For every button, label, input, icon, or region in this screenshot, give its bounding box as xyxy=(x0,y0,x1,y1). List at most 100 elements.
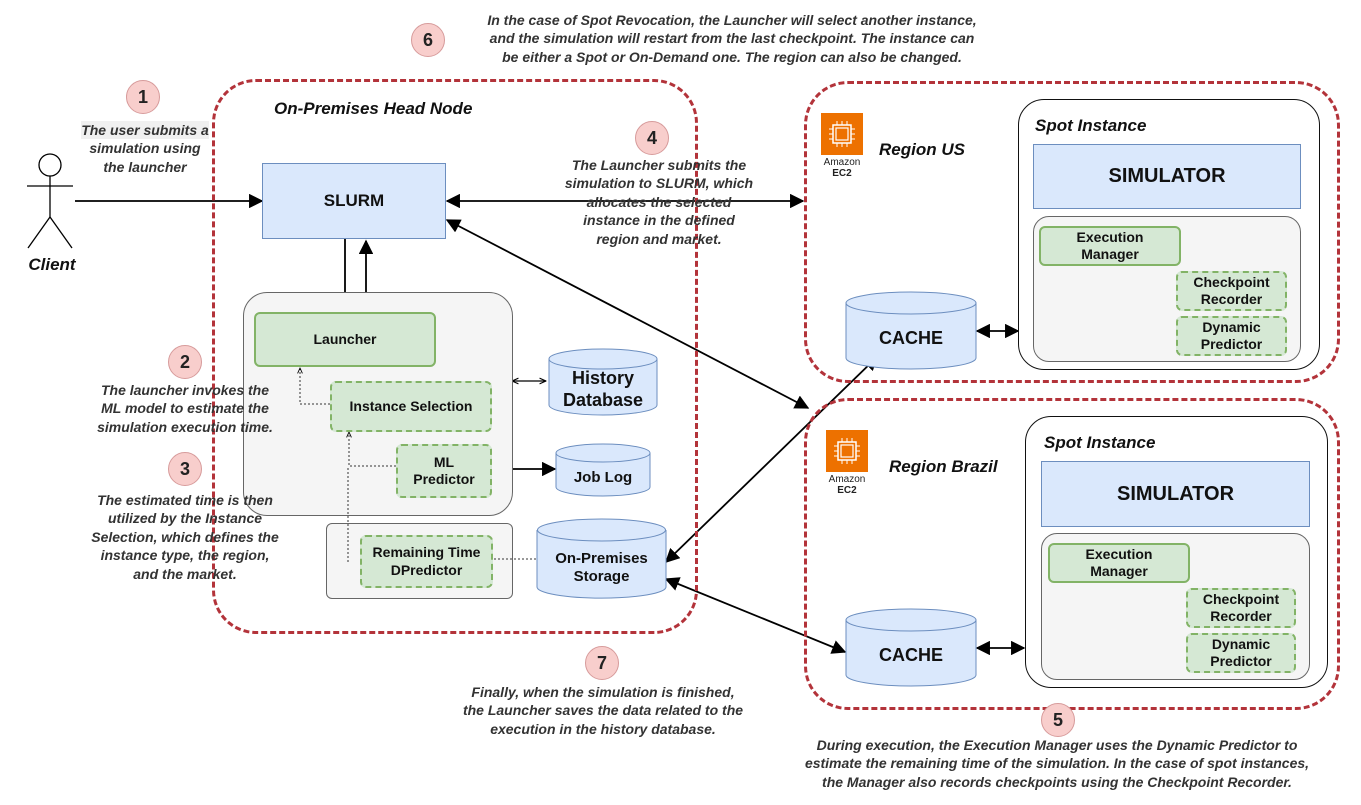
step-5-badge: 5 xyxy=(1041,703,1075,737)
step-7-note: Finally, when the simulation is finished… xyxy=(436,683,770,738)
step-3-line: The estimated time is then xyxy=(97,492,273,508)
client-stick-figure-icon xyxy=(27,153,73,249)
step-3-line: and the market. xyxy=(133,565,237,582)
step-3-line: instance type, the region, xyxy=(100,547,270,564)
region-us-dyn-line1: Dynamic xyxy=(1202,318,1261,335)
history-db-line2: Database xyxy=(562,390,644,410)
step-4-line: allocates the selected xyxy=(586,193,732,210)
remaining-time-line1: Remaining Time xyxy=(372,544,481,560)
step-5-line: During execution, the Execution Manager … xyxy=(816,737,1298,753)
step-7-line: Finally, when the simulation is finished… xyxy=(471,684,735,700)
step-4-line: region and market. xyxy=(596,230,722,247)
step-5-note: During execution, the Execution Manager … xyxy=(762,736,1352,791)
step-7-line: execution in the history database. xyxy=(490,720,716,737)
remaining-time-line2: DPredictor xyxy=(390,561,463,578)
launcher-label: Launcher xyxy=(313,330,377,347)
region-brazil-ec2-label: EC2 xyxy=(837,485,857,496)
step-4-badge: 4 xyxy=(635,121,669,155)
step-6-line: and the simulation will restart from the… xyxy=(489,30,975,47)
region-us-exec-line1: Execution xyxy=(1076,228,1144,245)
step-6-badge: 6 xyxy=(411,23,445,57)
region-us-checkpoint-recorder: Checkpoint Recorder xyxy=(1176,271,1287,311)
region-brazil-cache-label: CACHE xyxy=(878,645,943,666)
instance-selection-box: Instance Selection xyxy=(330,381,492,432)
ml-predictor-box: ML Predictor xyxy=(396,444,492,498)
region-brazil-simulator-label: SIMULATOR xyxy=(1116,482,1235,505)
step-5-line: estimate the remaining time of the simul… xyxy=(804,755,1310,772)
region-brazil-dyn-line1: Dynamic xyxy=(1211,635,1271,652)
step-3-note: The estimated time is then utilized by t… xyxy=(72,491,298,583)
step-2-note: The launcher invokes the ML model to est… xyxy=(80,381,290,436)
region-us-ckpt-line1: Checkpoint xyxy=(1193,273,1270,290)
region-brazil-simulator: SIMULATOR xyxy=(1041,461,1310,527)
step-5-line: the Manager also records checkpoints usi… xyxy=(822,773,1292,790)
region-brazil-ckpt-line1: Checkpoint xyxy=(1202,590,1280,607)
step-2-line: The launcher invokes the xyxy=(100,382,270,398)
region-us-dyn-line2: Predictor xyxy=(1200,336,1263,352)
region-brazil-spot-title: Spot Instance xyxy=(1044,433,1156,452)
step-4-note: The Launcher submits the simulation to S… xyxy=(544,156,774,248)
step-6-line: In the case of Spot Revocation, the Laun… xyxy=(487,12,977,28)
step-4-line: The Launcher submits the xyxy=(571,157,747,173)
step-4-line: simulation to SLURM, which xyxy=(564,175,754,192)
region-us-ec2-label: EC2 xyxy=(832,168,852,179)
step-2-line: ML model to estimate the xyxy=(101,400,269,417)
region-brazil-execution-manager: Execution Manager xyxy=(1048,543,1190,583)
step-7-line: the Launcher saves the data related to t… xyxy=(462,702,744,719)
step-1-note: The user submits a simulation using the … xyxy=(40,121,250,176)
storage-cache-us-arrow xyxy=(664,355,879,564)
step-1-badge: 1 xyxy=(126,80,160,114)
launcher-box: Launcher xyxy=(254,312,436,367)
region-us-cache-label: CACHE xyxy=(878,328,943,349)
step-1-line: simulation using xyxy=(89,140,201,157)
job-log-label: Job Log xyxy=(573,469,633,486)
step-2-badge: 2 xyxy=(168,345,202,379)
onprem-storage-line2: Storage xyxy=(573,568,630,585)
head-node-region xyxy=(212,79,698,634)
region-brazil-checkpoint-recorder: Checkpoint Recorder xyxy=(1186,588,1296,628)
region-us-spot-title: Spot Instance xyxy=(1035,116,1147,135)
head-node-title: On-Premises Head Node xyxy=(274,99,473,118)
step-1-line: the launcher xyxy=(103,158,187,175)
history-db-line1: History xyxy=(571,368,634,389)
region-us-ec2-amazon: Amazon xyxy=(823,157,861,168)
region-brazil-ckpt-line2: Recorder xyxy=(1210,608,1272,624)
region-brazil-dyn-line2: Predictor xyxy=(1210,653,1272,669)
job-log-cylinder xyxy=(555,443,651,497)
step-7-badge: 7 xyxy=(585,646,619,680)
region-us-ckpt-line2: Recorder xyxy=(1200,291,1263,307)
region-brazil-ec2-icon: Amazon EC2 xyxy=(822,430,872,496)
region-brazil-cache-cylinder xyxy=(845,608,977,687)
step-1-line: The user submits a xyxy=(81,121,209,140)
region-us-execution-manager: Execution Manager xyxy=(1039,226,1181,266)
region-us-simulator: SIMULATOR xyxy=(1033,144,1301,209)
onprem-storage-label: On-Premises Storage xyxy=(536,540,667,596)
ml-predictor-line2: Predictor xyxy=(413,471,475,487)
region-us xyxy=(804,81,1340,383)
onprem-storage-cylinder xyxy=(536,518,667,599)
step-3-line: Selection, which defines the xyxy=(91,528,279,545)
region-brazil xyxy=(804,398,1340,710)
onprem-storage-line1: On-Premises xyxy=(555,550,648,567)
step-6-line: be either a Spot or On-Demand one. The r… xyxy=(502,48,962,65)
region-us-exec-line2: Manager xyxy=(1081,246,1139,262)
remaining-time-box: Remaining Time DPredictor xyxy=(360,535,493,588)
step-3-badge: 3 xyxy=(168,452,202,486)
instance-selection-label: Instance Selection xyxy=(349,397,473,414)
region-us-ec2-icon: Amazon EC2 xyxy=(817,113,867,179)
slurm-box: SLURM xyxy=(262,163,446,239)
history-database-cylinder xyxy=(548,348,658,416)
region-brazil-title: Region Brazil xyxy=(889,457,998,476)
history-database-label: History Database xyxy=(548,366,658,414)
region-brazil-exec-line1: Execution xyxy=(1085,545,1153,562)
ml-predictor-line1: ML xyxy=(433,453,455,470)
step-3-line: utilized by the Instance xyxy=(107,510,263,527)
region-us-dynamic-predictor: Dynamic Predictor xyxy=(1176,316,1287,356)
client-label: Client xyxy=(28,255,76,274)
step-4-line: instance in the defined xyxy=(583,212,735,229)
region-brazil-ec2-amazon: Amazon xyxy=(828,474,866,485)
region-us-cache-cylinder xyxy=(845,291,977,370)
step-2-line: simulation execution time. xyxy=(97,418,273,435)
region-brazil-dynamic-predictor: Dynamic Predictor xyxy=(1186,633,1296,673)
region-us-simulator-label: SIMULATOR xyxy=(1108,165,1226,187)
